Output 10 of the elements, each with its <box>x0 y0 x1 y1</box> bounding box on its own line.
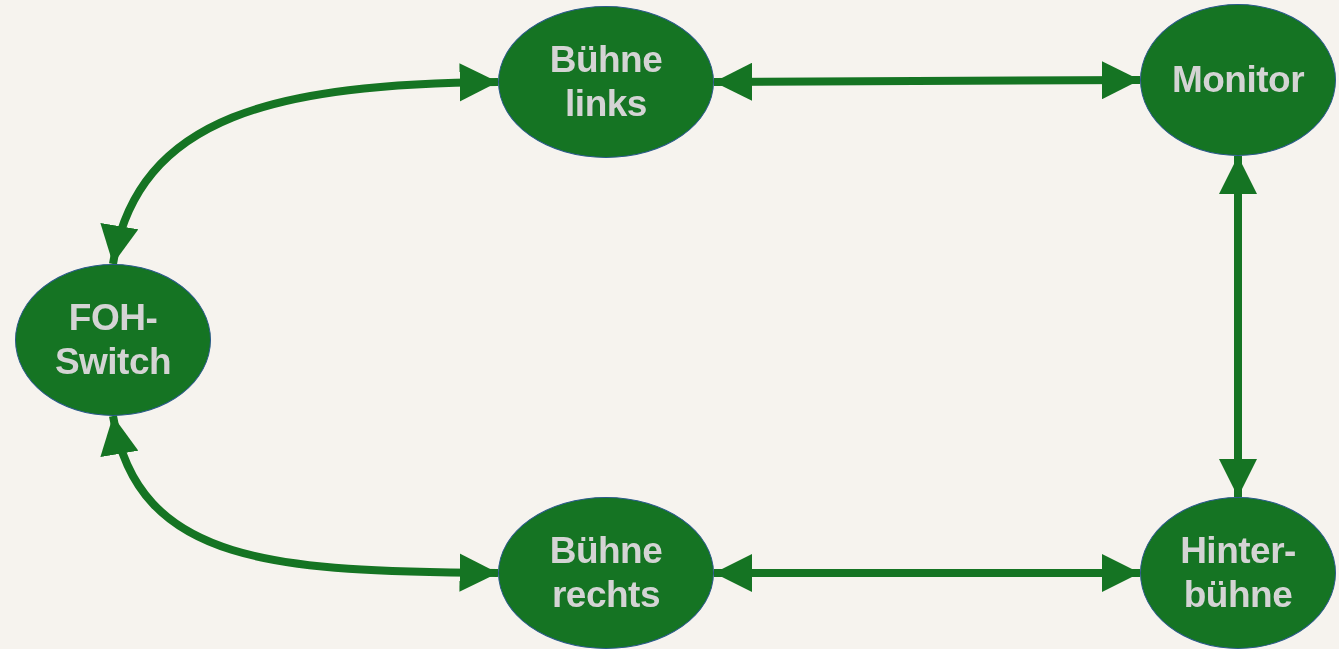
node-label: Hinter- bühne <box>1179 528 1297 617</box>
double-arrow <box>714 553 1140 593</box>
double-arrow <box>714 61 1140 101</box>
double-arrow <box>103 415 499 592</box>
double-arrow <box>103 63 499 265</box>
node-label: FOH- Switch <box>53 295 173 384</box>
node-label: Bühne links <box>548 37 664 126</box>
double-arrow <box>1218 156 1258 497</box>
node-label: Monitor <box>1170 57 1306 102</box>
node-label: Bühne rechts <box>548 528 664 617</box>
